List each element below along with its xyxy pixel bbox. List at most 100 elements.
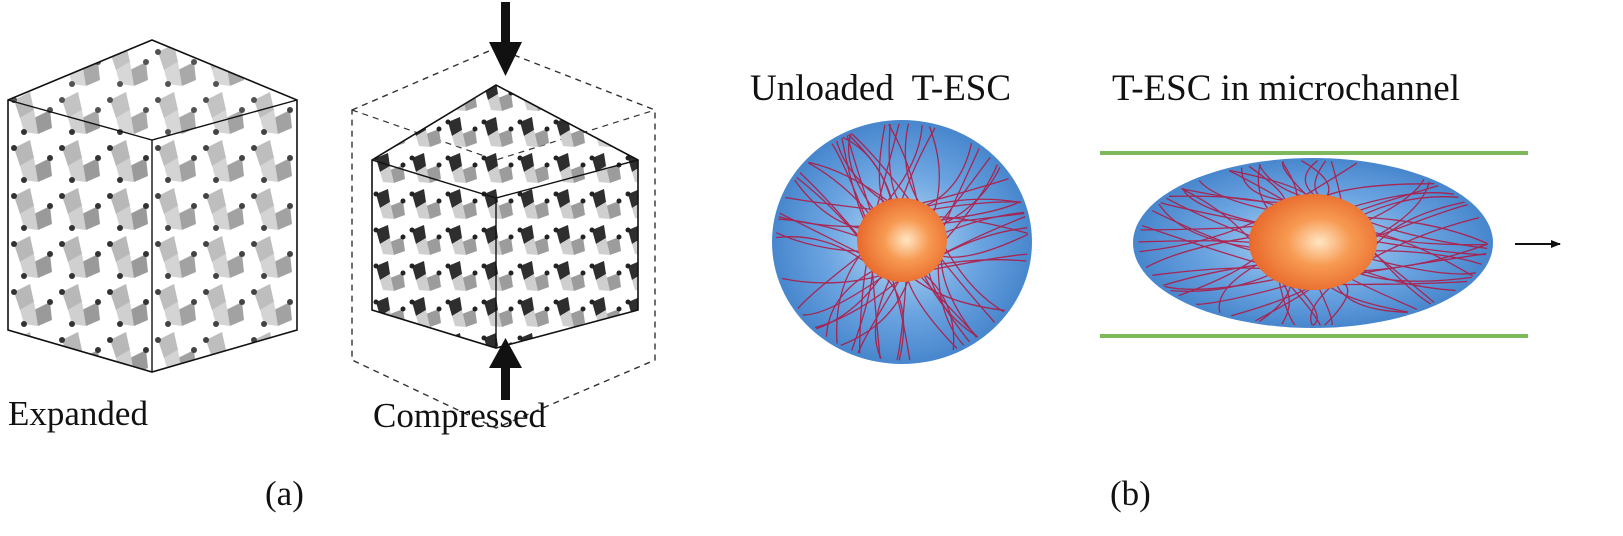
cytoskeleton-fiber — [799, 172, 863, 241]
compression-arrow-bottom — [489, 338, 522, 400]
cytoskeleton-fiber — [831, 143, 868, 223]
cytoskeleton-fiber — [851, 133, 915, 207]
cytoskeleton-fiber — [942, 164, 998, 244]
cytoskeleton-fiber — [1370, 181, 1431, 240]
cytoskeleton-fiber — [836, 251, 864, 344]
cytoskeleton-fiber — [1138, 240, 1256, 244]
cytoskeleton-fiber — [808, 161, 894, 206]
cytoskeleton-fiber — [928, 270, 971, 343]
panel-b-label: (b) — [1110, 474, 1151, 513]
cytoskeleton-fiber — [1196, 283, 1295, 305]
cytoskeleton-fiber — [1355, 271, 1472, 282]
cytoskeleton-fiber — [848, 134, 894, 206]
cytoskeleton-fiber — [779, 212, 865, 256]
cytoskeleton-fiber — [920, 198, 1022, 209]
cytoskeleton-fiber — [1164, 277, 1281, 290]
cytoskeleton-fiber — [1360, 218, 1488, 250]
cytoskeleton-fiber — [1163, 263, 1263, 287]
expanded-caption: Expanded — [8, 394, 148, 433]
cytoskeleton-fiber — [1363, 178, 1425, 224]
cytoskeleton-fiber — [1228, 170, 1291, 205]
cytoskeleton-fiber — [1347, 192, 1454, 210]
cytoskeleton-fiber — [1326, 284, 1409, 313]
cytoskeleton-fiber — [939, 227, 1028, 257]
cytoskeleton-fiber — [840, 279, 910, 347]
cytoskeleton-fiber — [797, 252, 864, 310]
compressed-cube-outline — [371, 84, 639, 349]
cytoskeleton-fiber — [891, 278, 911, 361]
microchannel-cell — [1100, 151, 1561, 338]
unloaded-cell-nucleus — [857, 198, 947, 282]
unloaded-caption: Unloaded T-ESC — [750, 68, 1012, 109]
compressed-cube — [351, 47, 656, 429]
expanded-cube-side-face — [152, 100, 297, 372]
cytoskeleton-fiber — [1145, 235, 1257, 268]
cytoskeleton-fiber — [1170, 273, 1273, 292]
deformed-cell-fibers — [1138, 160, 1488, 326]
cytoskeleton-fiber — [1277, 277, 1296, 326]
cytoskeleton-fiber — [778, 216, 866, 228]
compressed-cube-front-face — [372, 160, 496, 348]
cytoskeleton-fiber — [1351, 253, 1487, 276]
cytoskeleton-fiber — [1363, 216, 1480, 264]
cytoskeleton-fiber — [1358, 196, 1459, 218]
cytoskeleton-fiber — [913, 277, 1005, 312]
cytoskeleton-fiber — [938, 256, 996, 323]
cytoskeleton-fiber — [814, 279, 901, 329]
cytoskeleton-fiber — [924, 201, 1021, 212]
compressed-cube-side-face — [496, 160, 638, 348]
deformed-cell-nucleus — [1249, 194, 1377, 290]
cytoskeleton-fiber — [928, 126, 940, 218]
cytoskeleton-fiber — [923, 273, 955, 351]
cytoskeleton-fiber — [1166, 197, 1257, 239]
cytoskeleton-fiber — [1369, 250, 1482, 265]
cytoskeleton-fiber — [1218, 261, 1262, 313]
cytoskeleton-fiber — [1293, 283, 1318, 326]
cytoskeleton-fiber — [928, 253, 1028, 271]
compressed-caption: Compressed — [373, 396, 547, 435]
cytoskeleton-fiber — [922, 273, 979, 338]
cytoskeleton-fiber — [858, 260, 868, 354]
cytoskeleton-fiber — [899, 127, 936, 205]
cytoskeleton-fiber — [882, 275, 905, 361]
cytoskeleton-fiber — [1140, 225, 1261, 231]
compressed-cube-top-face — [372, 85, 638, 198]
cytoskeleton-fiber — [1335, 282, 1408, 313]
cytoskeleton-fiber — [941, 242, 1005, 313]
cytoskeleton-fiber — [1370, 204, 1468, 240]
cytoskeleton-fiber — [938, 167, 1001, 227]
cytoskeleton-fiber — [907, 279, 958, 349]
cytoskeleton-fiber — [796, 176, 863, 242]
cytoskeleton-fiber — [1160, 202, 1262, 225]
expanded-cube-front-face — [8, 100, 152, 372]
expanded-cube-top-face — [8, 40, 297, 140]
cytoskeleton-fiber — [1181, 187, 1262, 225]
expanded-cube — [7, 39, 298, 373]
cytoskeleton-fiber — [874, 277, 891, 359]
cytoskeleton-fiber — [937, 258, 965, 346]
in-channel-caption: T-ESC in microchannel — [1112, 68, 1461, 109]
cytoskeleton-fiber — [937, 157, 991, 226]
cytoskeleton-fiber — [794, 179, 865, 230]
cytoskeleton-fiber — [785, 196, 881, 211]
cytoskeleton-fiber — [1329, 280, 1468, 286]
panel-a-label: (a) — [265, 474, 304, 513]
cytoskeleton-fiber — [1317, 285, 1333, 326]
unloaded-cell — [772, 120, 1032, 364]
cytoskeleton-fiber — [1152, 267, 1267, 276]
cytoskeleton-fiber — [1158, 203, 1256, 249]
expanded-cube-outline — [7, 39, 298, 373]
cytoskeleton-fiber — [851, 267, 874, 351]
compression-arrow-top — [489, 2, 522, 76]
cytoskeleton-fiber — [939, 233, 1029, 258]
cytoskeleton-fiber — [941, 211, 1025, 235]
unloaded-cell-fibers — [775, 123, 1029, 361]
cytoskeleton-fiber — [1142, 225, 1264, 266]
cytoskeleton-fiber — [1359, 216, 1488, 245]
cytoskeleton-fiber — [1178, 255, 1259, 297]
cytoskeleton-fiber — [919, 143, 973, 209]
cytoskeleton-fiber — [807, 162, 873, 218]
cytoskeleton-fiber — [1370, 239, 1486, 256]
cytoskeleton-fiber — [776, 232, 863, 253]
